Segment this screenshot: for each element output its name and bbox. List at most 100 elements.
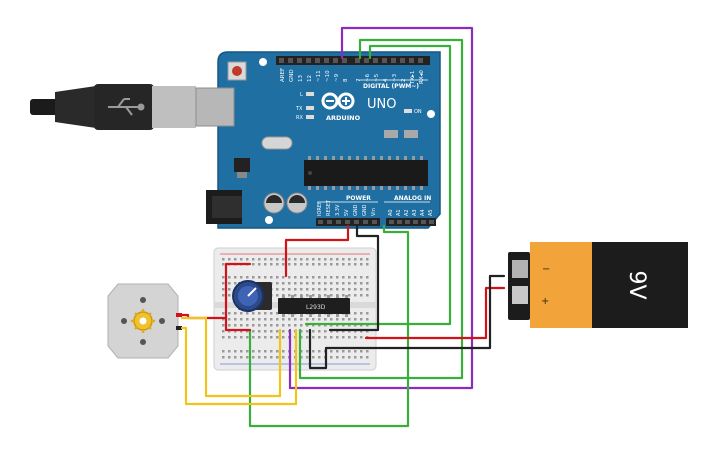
breadboard-hole[interactable]: [354, 356, 357, 359]
breadboard-hole[interactable]: [330, 336, 333, 339]
breadboard-hole[interactable]: [276, 324, 279, 327]
breadboard-hole[interactable]: [294, 288, 297, 291]
breadboard-hole[interactable]: [240, 318, 243, 321]
breadboard-hole[interactable]: [360, 294, 363, 297]
breadboard-hole[interactable]: [342, 318, 345, 321]
breadboard-hole[interactable]: [342, 356, 345, 359]
breadboard-hole[interactable]: [300, 282, 303, 285]
breadboard-hole[interactable]: [366, 294, 369, 297]
breadboard-hole[interactable]: [342, 350, 345, 353]
breadboard-hole[interactable]: [354, 324, 357, 327]
breadboard-hole[interactable]: [222, 276, 225, 279]
breadboard-hole[interactable]: [354, 276, 357, 279]
breadboard-hole[interactable]: [348, 356, 351, 359]
breadboard-hole[interactable]: [306, 288, 309, 291]
breadboard-hole[interactable]: [366, 288, 369, 291]
breadboard-hole[interactable]: [270, 318, 273, 321]
breadboard-hole[interactable]: [234, 312, 237, 315]
breadboard-hole[interactable]: [366, 258, 369, 261]
breadboard-hole[interactable]: [348, 276, 351, 279]
breadboard-hole[interactable]: [258, 356, 261, 359]
breadboard-hole[interactable]: [258, 318, 261, 321]
breadboard-hole[interactable]: [342, 276, 345, 279]
breadboard-hole[interactable]: [264, 312, 267, 315]
breadboard-hole[interactable]: [324, 258, 327, 261]
breadboard-hole[interactable]: [282, 318, 285, 321]
breadboard-hole[interactable]: [288, 294, 291, 297]
breadboard-hole[interactable]: [330, 324, 333, 327]
breadboard-hole[interactable]: [222, 258, 225, 261]
breadboard-hole[interactable]: [246, 276, 249, 279]
breadboard-hole[interactable]: [264, 336, 267, 339]
breadboard-hole[interactable]: [348, 350, 351, 353]
breadboard-hole[interactable]: [288, 276, 291, 279]
breadboard-hole[interactable]: [348, 324, 351, 327]
breadboard-hole[interactable]: [276, 263, 279, 266]
breadboard-hole[interactable]: [324, 324, 327, 327]
breadboard-hole[interactable]: [354, 336, 357, 339]
breadboard-hole[interactable]: [246, 318, 249, 321]
breadboard-hole[interactable]: [306, 263, 309, 266]
breadboard-hole[interactable]: [300, 258, 303, 261]
breadboard-hole[interactable]: [264, 330, 267, 333]
breadboard-hole[interactable]: [246, 324, 249, 327]
breadboard-hole[interactable]: [282, 258, 285, 261]
breadboard-hole[interactable]: [366, 263, 369, 266]
breadboard-hole[interactable]: [288, 282, 291, 285]
breadboard-hole[interactable]: [252, 324, 255, 327]
breadboard-hole[interactable]: [354, 288, 357, 291]
breadboard-hole[interactable]: [234, 258, 237, 261]
wire-red[interactable]: [224, 262, 252, 332]
breadboard-hole[interactable]: [348, 318, 351, 321]
wire-green[interactable]: [304, 44, 452, 326]
breadboard-hole[interactable]: [336, 324, 339, 327]
breadboard-hole[interactable]: [318, 282, 321, 285]
breadboard-hole[interactable]: [270, 356, 273, 359]
breadboard-hole[interactable]: [342, 258, 345, 261]
breadboard-hole[interactable]: [312, 282, 315, 285]
breadboard-hole[interactable]: [306, 258, 309, 261]
breadboard-hole[interactable]: [354, 330, 357, 333]
breadboard-hole[interactable]: [228, 276, 231, 279]
breadboard-hole[interactable]: [306, 276, 309, 279]
breadboard-hole[interactable]: [264, 356, 267, 359]
breadboard-hole[interactable]: [240, 312, 243, 315]
breadboard-hole[interactable]: [318, 350, 321, 353]
breadboard-hole[interactable]: [234, 276, 237, 279]
breadboard-hole[interactable]: [342, 288, 345, 291]
arduino-uno-board[interactable]: AREF GND 13 12 ~11 ~10 ~9 8 7 ~6 ~5 4 ~3…: [195, 51, 441, 229]
breadboard-hole[interactable]: [366, 312, 369, 315]
breadboard-hole[interactable]: [342, 263, 345, 266]
breadboard-hole[interactable]: [222, 282, 225, 285]
breadboard-hole[interactable]: [342, 294, 345, 297]
breadboard-hole[interactable]: [222, 330, 225, 333]
breadboard-hole[interactable]: [354, 312, 357, 315]
breadboard-hole[interactable]: [330, 318, 333, 321]
breadboard-hole[interactable]: [330, 288, 333, 291]
breadboard-hole[interactable]: [366, 276, 369, 279]
wire-green[interactable]: [248, 224, 410, 428]
breadboard-hole[interactable]: [336, 350, 339, 353]
breadboard-hole[interactable]: [318, 356, 321, 359]
breadboard-hole[interactable]: [366, 330, 369, 333]
breadboard-hole[interactable]: [312, 324, 315, 327]
breadboard-hole[interactable]: [276, 258, 279, 261]
breadboard-hole[interactable]: [318, 276, 321, 279]
breadboard-hole[interactable]: [246, 312, 249, 315]
breadboard-hole[interactable]: [222, 312, 225, 315]
breadboard-hole[interactable]: [330, 276, 333, 279]
breadboard-hole[interactable]: [240, 324, 243, 327]
breadboard-hole[interactable]: [282, 324, 285, 327]
breadboard-hole[interactable]: [222, 356, 225, 359]
breadboard-hole[interactable]: [354, 294, 357, 297]
breadboard-hole[interactable]: [300, 288, 303, 291]
breadboard-hole[interactable]: [360, 330, 363, 333]
breadboard-hole[interactable]: [330, 282, 333, 285]
breadboard-hole[interactable]: [228, 282, 231, 285]
breadboard-hole[interactable]: [294, 263, 297, 266]
l293d-driver-ic[interactable]: L293D: [278, 295, 350, 317]
breadboard-hole[interactable]: [276, 330, 279, 333]
breadboard-hole[interactable]: [306, 330, 309, 333]
breadboard-hole[interactable]: [258, 258, 261, 261]
reset-button-cap[interactable]: [232, 66, 242, 76]
